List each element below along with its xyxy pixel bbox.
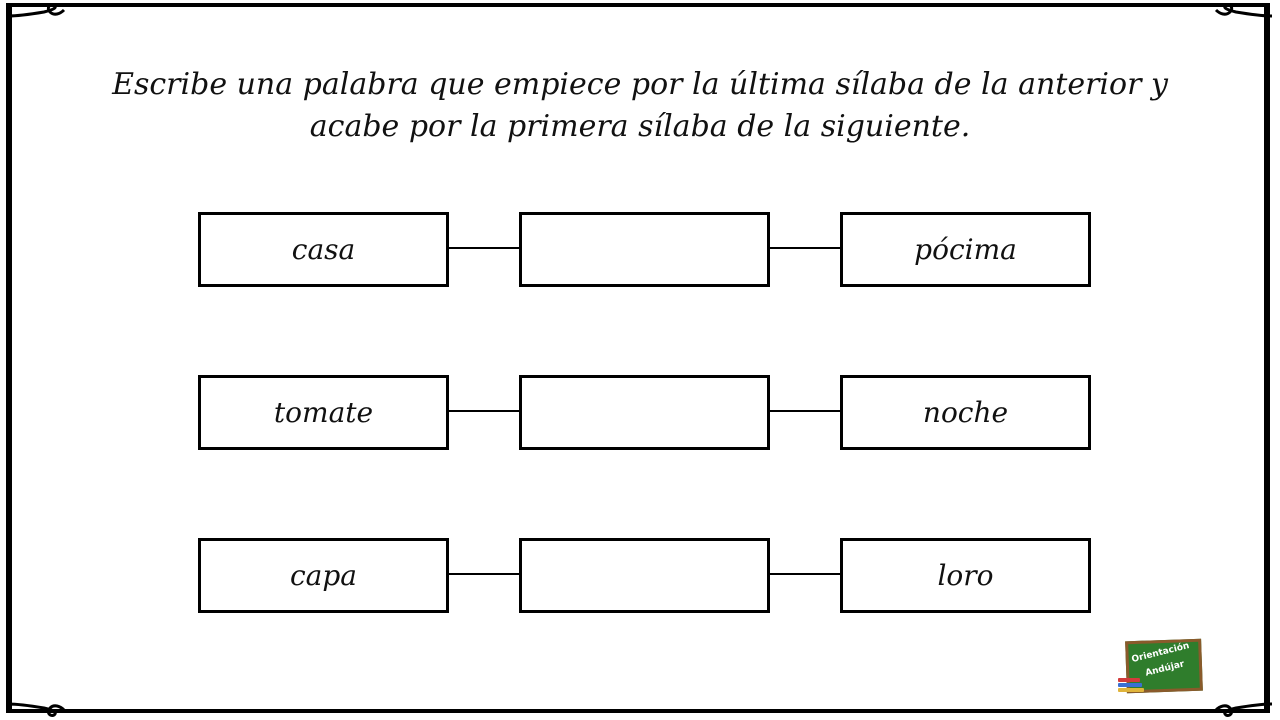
- right-word-box: loro: [840, 538, 1091, 613]
- word-chain-row-1: casa pócima: [198, 212, 1091, 287]
- connector-line: [770, 573, 840, 575]
- left-word: tomate: [273, 396, 374, 429]
- left-word-box: tomate: [198, 375, 449, 450]
- answer-input[interactable]: [532, 387, 757, 438]
- connector-line: [449, 410, 519, 412]
- connector-line: [449, 573, 519, 575]
- left-word: capa: [290, 559, 357, 592]
- books-icon: [1118, 678, 1144, 692]
- instruction-text: Escribe una palabra que empiece por la ú…: [90, 64, 1190, 148]
- right-word-box: pócima: [840, 212, 1091, 287]
- connector-line: [770, 247, 840, 249]
- corner-flourish-top-right: [1214, 2, 1274, 30]
- answer-input[interactable]: [532, 224, 757, 275]
- corner-flourish-top-left: [6, 2, 66, 30]
- instruction-line-2: acabe por la primera sílaba de la siguie…: [309, 109, 971, 144]
- word-chain-row-3: capa loro: [198, 538, 1091, 613]
- word-chain-row-2: tomate noche: [198, 375, 1091, 450]
- instruction-line-1: Escribe una palabra que empiece por la ú…: [112, 67, 1168, 102]
- answer-box[interactable]: [519, 212, 770, 287]
- left-word: casa: [291, 233, 356, 266]
- right-word: pócima: [914, 233, 1017, 266]
- left-word-box: capa: [198, 538, 449, 613]
- left-word-box: casa: [198, 212, 449, 287]
- right-word: loro: [937, 559, 994, 592]
- orientacion-andujar-logo: Orientación Andújar: [1118, 638, 1203, 694]
- corner-flourish-bottom-left: [6, 690, 66, 718]
- right-word-box: noche: [840, 375, 1091, 450]
- page-border: [6, 3, 1270, 713]
- connector-line: [770, 410, 840, 412]
- answer-box[interactable]: [519, 375, 770, 450]
- answer-input[interactable]: [532, 550, 757, 601]
- corner-flourish-bottom-right: [1214, 690, 1274, 718]
- answer-box[interactable]: [519, 538, 770, 613]
- right-word: noche: [922, 396, 1009, 429]
- connector-line: [449, 247, 519, 249]
